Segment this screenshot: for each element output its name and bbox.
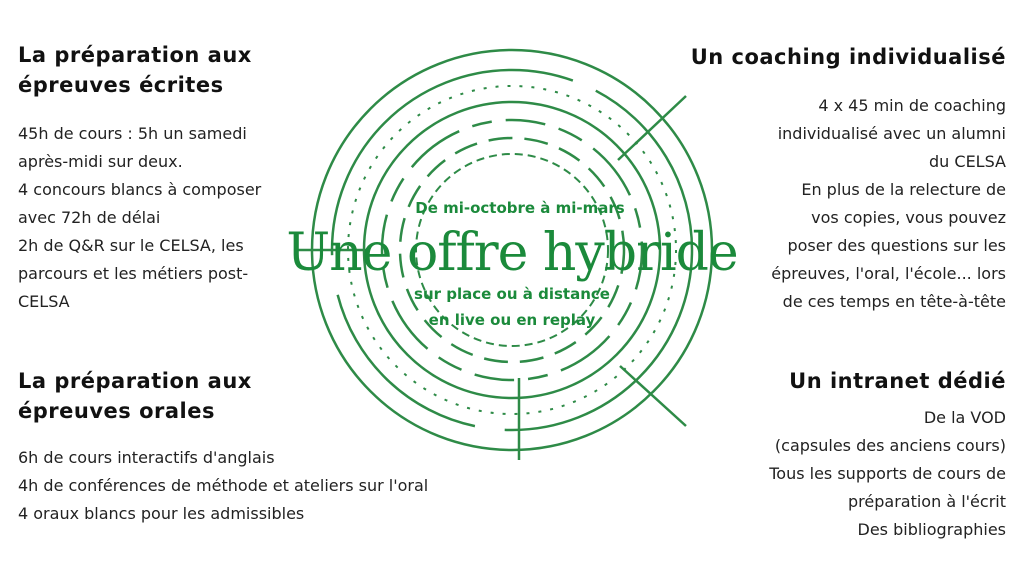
detail-line: CELSA [18,292,70,311]
detail-line: individualisé avec un alumni [777,124,1006,143]
connector-bottom-right [619,365,687,427]
detail-line: En plus de la relecture de [801,180,1006,199]
section-oral-exams: La préparation aux épreuves orales 6h de… [18,366,498,528]
center-dates: De mi-octobre à mi-mars [415,199,625,217]
center-mode-live: en live ou en replay [428,311,596,329]
detail-line: vos copies, vous pouvez [811,208,1006,227]
detail-line: avec 72h de délai [18,208,161,227]
inner-ring [415,153,609,347]
connector-top-right [617,95,687,161]
dashed-ring-5 [380,118,644,382]
detail-line: Tous les supports de cours de [769,464,1006,483]
written-exams-details: 45h de cours : 5h un samedi après-midi s… [18,120,308,316]
detail-line: épreuves, l'oral, l'école... lors [771,264,1006,283]
dotted-ring [347,85,677,415]
section-intranet: Un intranet dédié De la VOD (capsules de… [676,366,1006,544]
oral-exams-details: 6h de cours interactifs d'anglais 4h de … [18,444,498,528]
detail-line: parcours et les métiers post- [18,264,249,283]
center-title: Une offre hybride [286,223,738,283]
heading-oral-exams: La préparation aux épreuves orales [18,369,252,423]
section-written-exams: La préparation aux épreuves écrites 45h … [18,40,308,316]
detail-line: Des bibliographies [857,520,1006,539]
section-coaching: Un coaching individualisé 4 x 45 min de … [676,42,1006,316]
detail-line: après-midi sur deux. [18,152,183,171]
center-modes: sur place ou à distance en live ou en re… [362,281,662,333]
heading-intranet: Un intranet dédié [789,369,1006,393]
detail-line: (capsules des anciens cours) [774,436,1006,455]
heading-coaching: Un coaching individualisé [690,45,1006,69]
detail-line: De la VOD [923,408,1006,427]
detail-line: de ces temps en tête-à-tête [782,292,1006,311]
detail-line: 4h de conférences de méthode et ateliers… [18,476,429,495]
detail-line: préparation à l'écrit [848,492,1006,511]
intranet-details: De la VOD (capsules des anciens cours) T… [676,404,1006,544]
center-mode-place: sur place ou à distance [414,285,610,303]
detail-line: 45h de cours : 5h un samedi [18,124,247,143]
detail-line: du CELSA [929,152,1006,171]
dashed-ring-6 [398,136,626,364]
detail-line: 4 concours blancs à composer [18,180,262,199]
detail-line: 6h de cours interactifs d'anglais [18,448,275,467]
detail-line: 4 oraux blancs pour les admissibles [18,504,305,523]
heading-written-exams: La préparation aux épreuves écrites [18,43,252,97]
coaching-details: 4 x 45 min de coaching individualisé ave… [676,92,1006,316]
detail-line: poser des questions sur les [787,236,1006,255]
detail-line: 4 x 45 min de coaching [818,96,1006,115]
detail-line: 2h de Q&R sur le CELSA, les [18,236,244,255]
